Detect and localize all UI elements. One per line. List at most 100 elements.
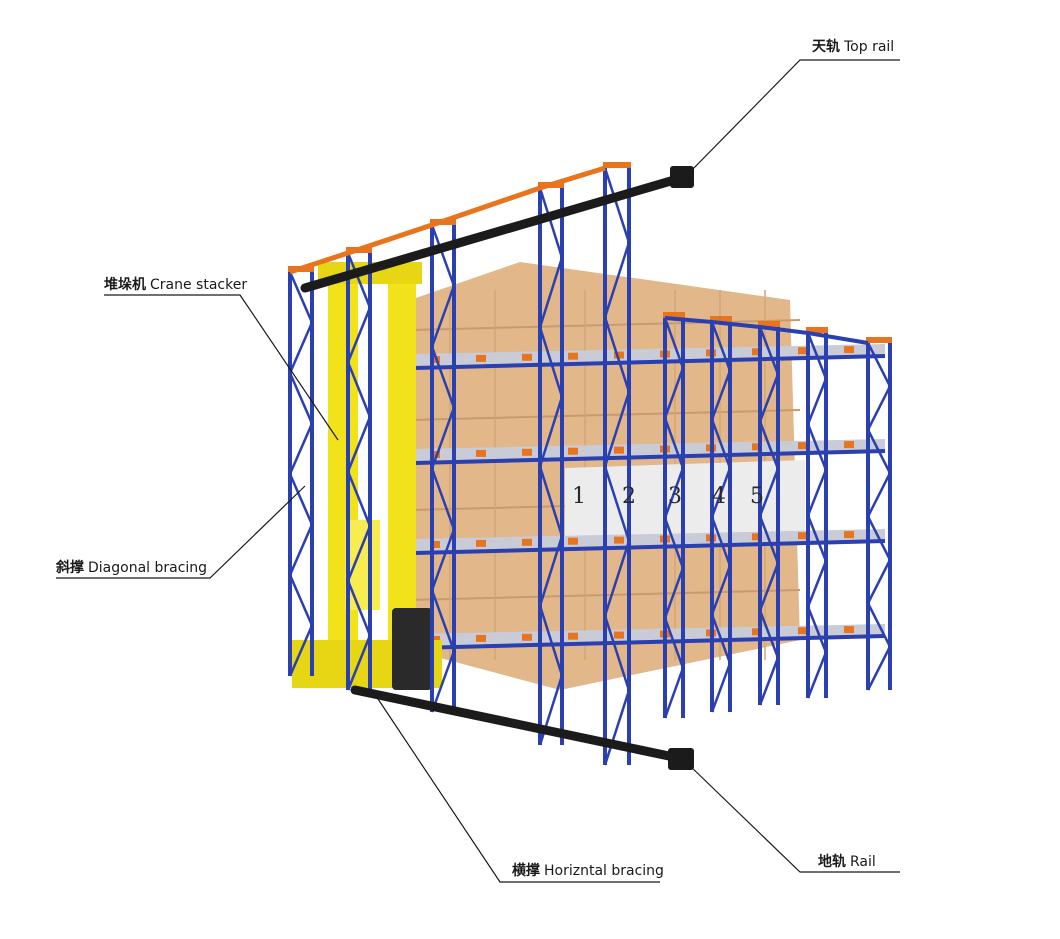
diagonal-brace	[663, 417, 685, 469]
diagonal-brace	[806, 651, 828, 699]
beam-connector	[752, 533, 762, 541]
diagonal-brace	[866, 472, 892, 518]
diagonal-brace	[758, 562, 780, 611]
diagonal-brace	[603, 167, 631, 244]
diagonal-brace	[288, 423, 314, 475]
crane-mast-left	[328, 278, 358, 678]
beam-connector	[844, 626, 854, 634]
beam-connector	[430, 451, 440, 458]
diagonal-brace	[288, 574, 314, 626]
diagonal-brace	[710, 370, 732, 420]
beam-connector	[522, 633, 532, 641]
beam-connector	[522, 538, 532, 546]
diagonal-brace	[758, 468, 780, 517]
diagonal-brace	[288, 473, 314, 525]
label-horizontal-bracing-en: Horizntal bracing	[544, 863, 664, 879]
beam-connector	[522, 448, 532, 456]
diagonal-brace	[710, 467, 732, 518]
beam-connector	[798, 442, 808, 450]
beam-connector	[522, 353, 532, 361]
diagonal-brace	[758, 421, 780, 470]
diagonal-brace	[603, 242, 631, 318]
beam-connector	[614, 536, 624, 544]
beam-connector	[476, 539, 486, 547]
beam-connector	[476, 634, 486, 642]
diagonal-brace	[430, 650, 456, 713]
diagonal-brace	[288, 322, 314, 374]
diagonal-brace	[758, 326, 780, 375]
rack-frame	[866, 337, 892, 691]
diagonal-brace	[346, 416, 372, 472]
diagonal-brace	[346, 252, 372, 309]
diagonal-brace	[806, 332, 828, 380]
beam-connector	[614, 351, 624, 359]
diagonal-brace	[758, 373, 780, 422]
label-diagonal-bracing-cn: 斜撑	[56, 560, 84, 576]
diagonal-brace	[430, 407, 456, 469]
leader-diagonal-bracing	[56, 485, 306, 579]
upright-cap	[758, 321, 780, 327]
label-diagonal-bracing-en: Diagonal bracing	[88, 560, 208, 576]
diagonal-brace	[538, 187, 564, 259]
diagonal-brace	[538, 257, 564, 328]
diagonal-brace	[663, 567, 685, 619]
diagonal-brace	[346, 361, 372, 418]
bay-number: 3	[668, 484, 682, 509]
beam-connector	[430, 636, 440, 643]
diagonal-brace	[866, 342, 892, 387]
ground-rail-end-cap	[668, 748, 694, 770]
ground-rail	[350, 685, 693, 765]
rack-frame	[603, 162, 631, 766]
label-rail-en: Rail	[850, 854, 876, 870]
diagonal-brace	[603, 615, 631, 691]
diagonal-brace	[430, 224, 456, 287]
diagonal-brace	[806, 423, 828, 471]
leader-top-rail	[689, 59, 900, 173]
diagonal-brace	[603, 689, 631, 766]
beam-connector	[844, 531, 854, 539]
diagonal-brace	[663, 517, 685, 569]
upright-cap	[663, 312, 685, 318]
diagonal-brace	[603, 316, 631, 393]
diagonal-brace	[538, 396, 564, 467]
diagonal-brace	[758, 657, 780, 706]
diagonal-brace	[603, 391, 631, 467]
beam-connector	[844, 346, 854, 354]
beam-connector	[614, 631, 624, 639]
diagonal-brace	[806, 606, 828, 653]
rack-frame	[806, 327, 828, 699]
upright-cap	[806, 327, 828, 333]
diagonal-brace	[538, 466, 564, 537]
diagonal-brace	[663, 317, 685, 369]
bay-number: 1	[572, 484, 586, 509]
diagonal-brace	[430, 285, 456, 348]
beam-connector	[798, 627, 808, 635]
crane-carriage	[345, 520, 380, 610]
top-rail	[300, 171, 693, 293]
diagonal-brace	[866, 559, 892, 604]
diagonal-brace	[288, 524, 314, 576]
bay-number: 5	[750, 484, 764, 509]
diagonal-brace	[806, 378, 828, 425]
upright-cap	[710, 316, 732, 322]
diagonal-brace	[710, 565, 732, 615]
rack-frames	[288, 162, 892, 766]
diagonal-brace	[346, 525, 372, 582]
label-top-rail-cn: 天轨	[812, 39, 840, 55]
rails	[300, 166, 694, 770]
leader-rail	[687, 763, 900, 873]
diagonal-brace	[866, 646, 892, 691]
rack-frame	[538, 182, 564, 746]
diagonal-brace	[710, 516, 732, 567]
label-crane-stacker-cn: 堆垛机	[104, 277, 146, 293]
diagonal-brace	[866, 515, 892, 561]
leader-horizontal-bracing	[371, 689, 660, 883]
diagonal-brace	[663, 467, 685, 519]
diagonal-brace	[758, 610, 780, 659]
diagonal-brace	[806, 515, 828, 562]
